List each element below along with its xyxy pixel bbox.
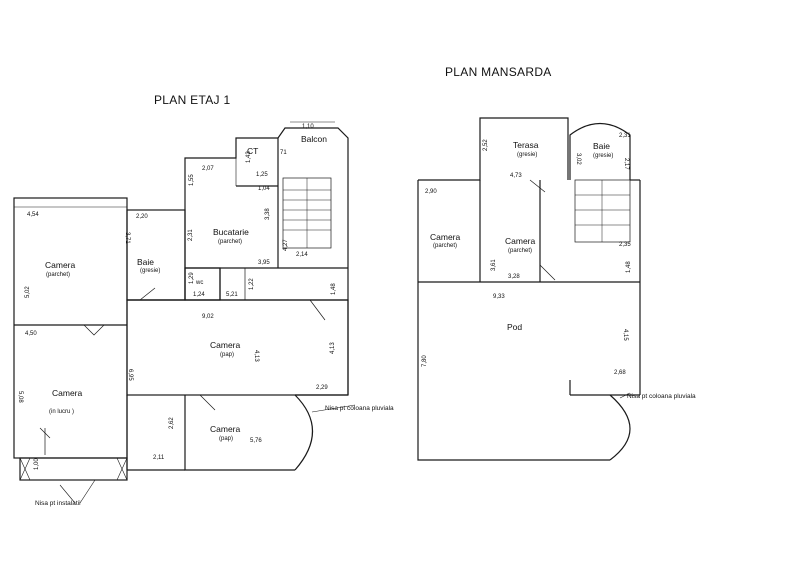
dimension-label: 71 xyxy=(280,150,287,156)
plan-notes: Nisa pt coloana pluviala Nisa pt instala… xyxy=(35,392,696,507)
note-text: Nisa pt coloana pluviala xyxy=(627,393,696,400)
dimension-label: 2,07 xyxy=(202,166,214,172)
floor1-plan-title: PLAN ETAJ 1 xyxy=(154,93,231,107)
dimension-labels: 2,52 4,73 2,31 3,02 2,17 2,90 3,61 3,28 … xyxy=(422,133,632,376)
dimension-label: 1,10 xyxy=(302,124,314,130)
dimension-label: 4,73 xyxy=(510,173,522,179)
room-label: (pap) xyxy=(220,352,234,358)
dimension-label: 4,15 xyxy=(622,329,628,341)
dimension-label: 1,22 xyxy=(249,278,255,290)
dimension-label: 9,02 xyxy=(202,314,214,320)
room-label: Baie xyxy=(593,141,610,151)
note-text: Nisa pt instalatii xyxy=(35,500,81,507)
dimension-label: 4,13 xyxy=(253,350,259,362)
dimension-label: 2,68 xyxy=(614,370,626,376)
room-label: (parchet) xyxy=(433,243,457,249)
dimension-label: 1,29 xyxy=(189,272,195,284)
dimension-label: 1,24 xyxy=(193,292,205,298)
dimension-label: 2,20 xyxy=(136,214,148,220)
room-label: Camera xyxy=(210,340,241,350)
room-label: Terasa xyxy=(513,140,539,150)
room-label: (parchet) xyxy=(218,239,242,245)
dimension-label: 4,54 xyxy=(27,212,39,218)
room-label: (pap) xyxy=(219,436,233,442)
room-labels: Camera (parchet) Baie (gresie) Bucatarie… xyxy=(45,134,613,442)
dimension-label: 1,55 xyxy=(189,174,195,186)
dimension-label: 5,21 xyxy=(226,292,238,298)
dimension-label: 1,00 xyxy=(34,458,40,470)
dimension-label: 2,90 xyxy=(425,189,437,195)
dimension-label: 2,31 xyxy=(188,229,194,241)
dimension-label: 3,71 xyxy=(124,232,130,244)
dimension-label: 2,35 xyxy=(619,242,631,248)
room-label: Balcon xyxy=(301,134,327,144)
dimension-label: 1,48 xyxy=(626,261,632,273)
room-label: (gresie) xyxy=(517,152,537,158)
dimension-label: 2,31 xyxy=(619,133,631,139)
dimension-labels: 4,54 5,02 2,20 3,71 4,50 5,08 6,95 1,00 … xyxy=(17,124,337,470)
dimension-label: 5,02 xyxy=(25,286,31,298)
dimension-label: 3,95 xyxy=(258,260,270,266)
room-label: Camera xyxy=(45,260,76,270)
note-text: Nisa pt coloana pluviala xyxy=(325,405,394,412)
dimension-label: 9,33 xyxy=(493,294,505,300)
room-label: Camera xyxy=(52,388,83,398)
room-label: wc xyxy=(195,280,203,286)
dimension-label: 2,17 xyxy=(623,158,629,170)
room-label: Bucatarie xyxy=(213,227,249,237)
dimension-label: 1,48 xyxy=(331,283,337,295)
dimension-label: 6,95 xyxy=(127,369,133,381)
dimension-label: 2,52 xyxy=(483,139,489,151)
room-label: (gresie) xyxy=(140,268,160,274)
room-label: (parchet) xyxy=(46,272,70,278)
room-label: (in lucru ) xyxy=(49,409,74,415)
room-label: Baie xyxy=(137,257,154,267)
dimension-label: 2,14 xyxy=(296,252,308,258)
dimension-label: 1,04 xyxy=(258,186,270,192)
room-label: Pod xyxy=(507,322,522,332)
dimension-label: 3,28 xyxy=(508,274,520,280)
dimension-label: 2,29 xyxy=(316,385,328,391)
room-label: Camera xyxy=(430,232,461,242)
room-label: (gresie) xyxy=(593,153,613,159)
dimension-label: 5,08 xyxy=(17,391,23,403)
room-label: (parchet) xyxy=(508,248,532,254)
room-label: Camera xyxy=(210,424,241,434)
plan-walls xyxy=(13,117,641,481)
dimension-label: 4,50 xyxy=(25,331,37,337)
dimension-label: 5,76 xyxy=(250,438,262,444)
dimension-label: 3,61 xyxy=(491,259,497,271)
dimension-label: 2,11 xyxy=(153,455,165,461)
room-label: Camera xyxy=(505,236,536,246)
dimension-label: 1,43 xyxy=(246,151,252,163)
dimension-label: 7,80 xyxy=(422,355,428,367)
dimension-label: 1,25 xyxy=(256,172,268,178)
dimension-label: 4,13 xyxy=(330,342,336,354)
dimension-label: 4,27 xyxy=(283,239,289,251)
attic-plan-title: PLAN MANSARDA xyxy=(445,65,552,79)
dimension-label: 3,02 xyxy=(575,153,581,165)
room-label: CT xyxy=(247,146,258,156)
dimension-label: 2,62 xyxy=(169,417,175,429)
dimension-label: 3,38 xyxy=(265,208,271,220)
